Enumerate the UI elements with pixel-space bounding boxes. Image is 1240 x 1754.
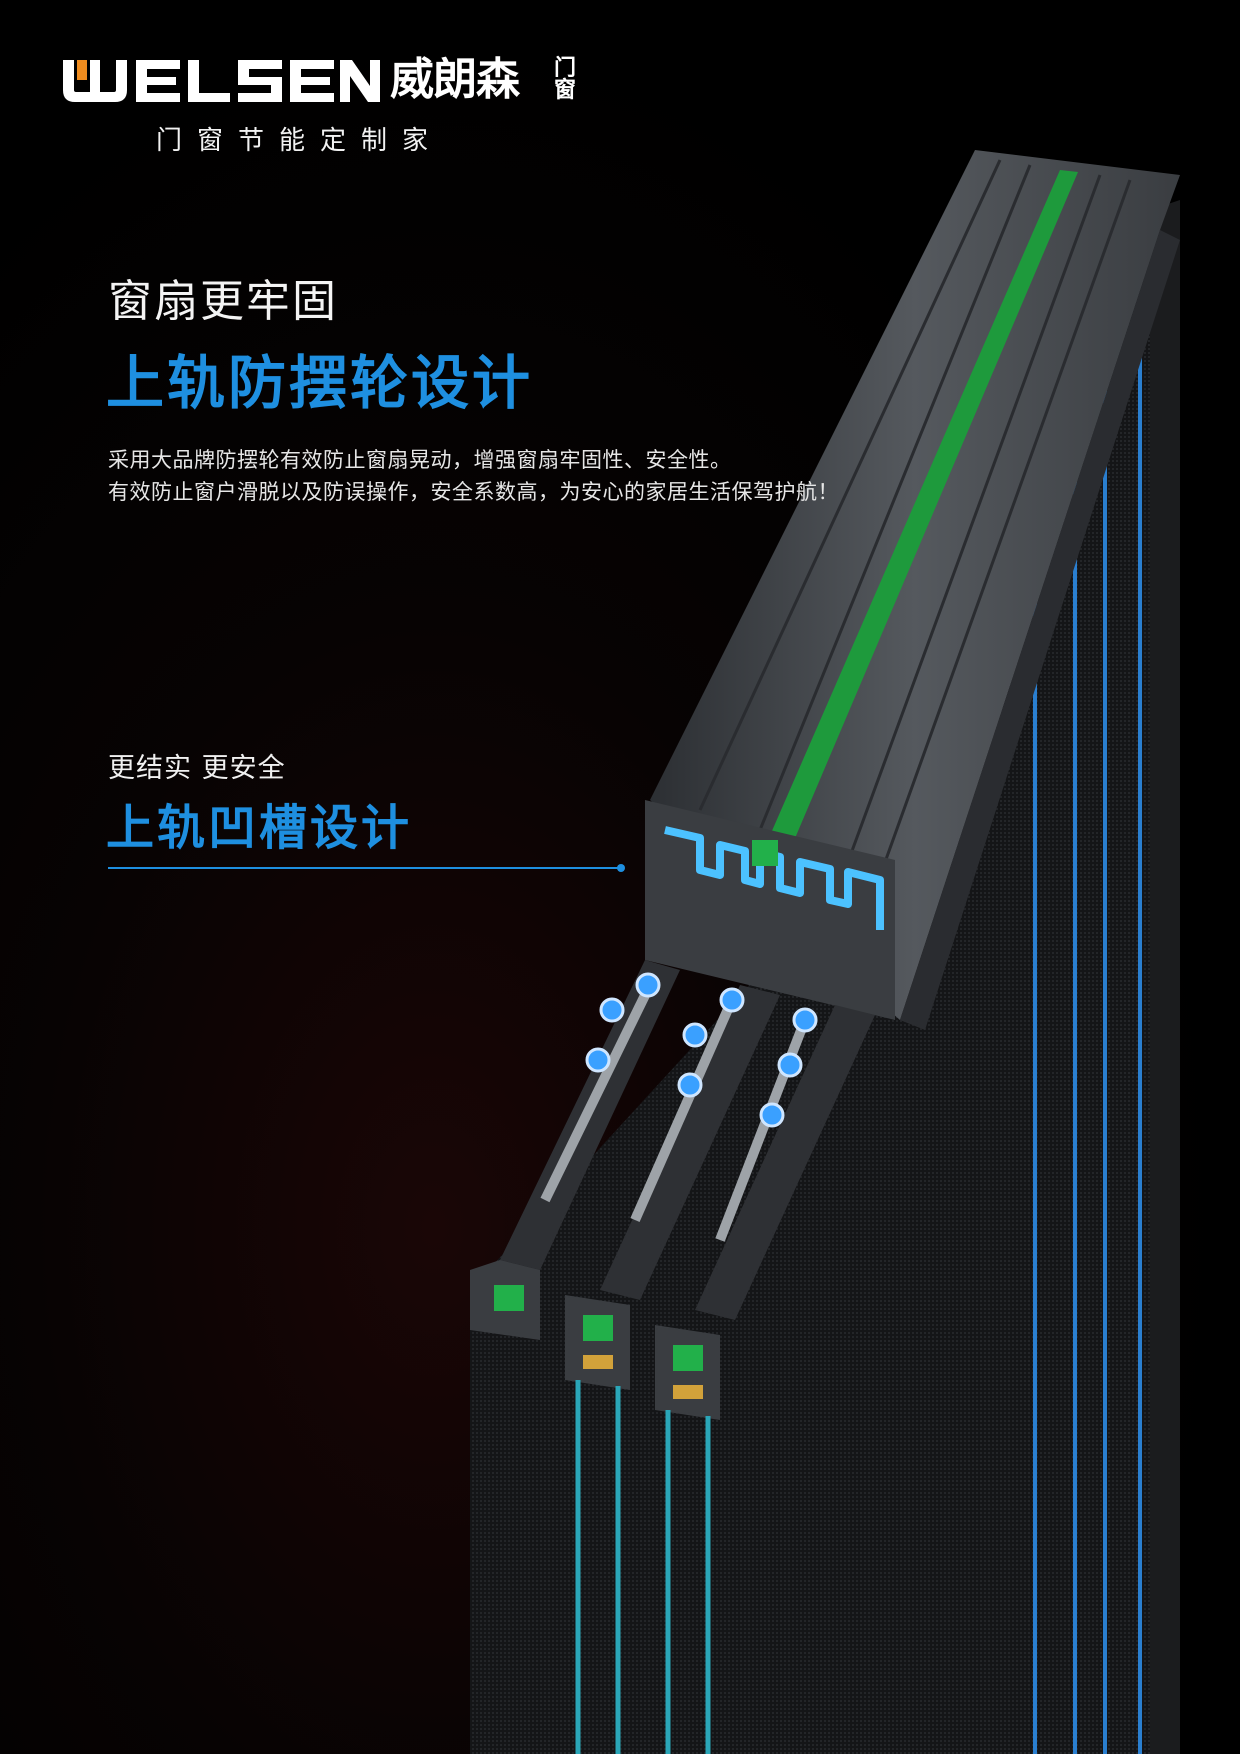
callout-leader-line xyxy=(108,864,625,872)
brand-name-cn: 威朗森 xyxy=(390,54,520,105)
brand-slogan: 门窗节能定制家 xyxy=(156,126,444,156)
seal-green-strip xyxy=(768,170,1078,850)
anti-sway-roller-assembly-3 xyxy=(715,1007,818,1242)
anti-sway-roller-assembly-1 xyxy=(540,972,661,1203)
feature-1-description: 采用大品牌防摆轮有效防止窗扇晃动，增强窗扇牢固性、安全性。 有效防止窗户滑脱以及… xyxy=(108,444,968,508)
description-line: 采用大品牌防摆轮有效防止窗扇晃动，增强窗扇牢固性、安全性。 xyxy=(108,448,732,472)
top-rail-profile xyxy=(650,150,1180,1020)
feature-1-subtitle: 窗扇更牢固 xyxy=(108,276,338,327)
sash-rail-track-3 xyxy=(655,1005,875,1754)
feature-2-title: 上轨凹槽设计 xyxy=(106,800,413,856)
sash-rail-track-2 xyxy=(565,985,780,1754)
feature-1-title: 上轨防摆轮设计 xyxy=(106,349,534,417)
feature-2-subtitle: 更结实 更安全 xyxy=(108,753,286,784)
welsen-wordmark-logo xyxy=(63,60,380,102)
top-rail-cross-section xyxy=(645,800,895,1020)
callout-dot-icon xyxy=(617,864,625,872)
groove-green-seal xyxy=(752,840,778,866)
anti-sway-roller-assembly-2 xyxy=(630,987,745,1223)
description-line: 有效防止窗户滑脱以及防误操作，安全系数高，为安心的家居生活保驾护航！ xyxy=(108,480,839,504)
logo-orange-accent xyxy=(77,60,87,80)
brand-name-cn-small: 门窗 xyxy=(553,56,576,103)
brand-header: 威朗森 门窗 门窗节能定制家 xyxy=(60,52,580,162)
